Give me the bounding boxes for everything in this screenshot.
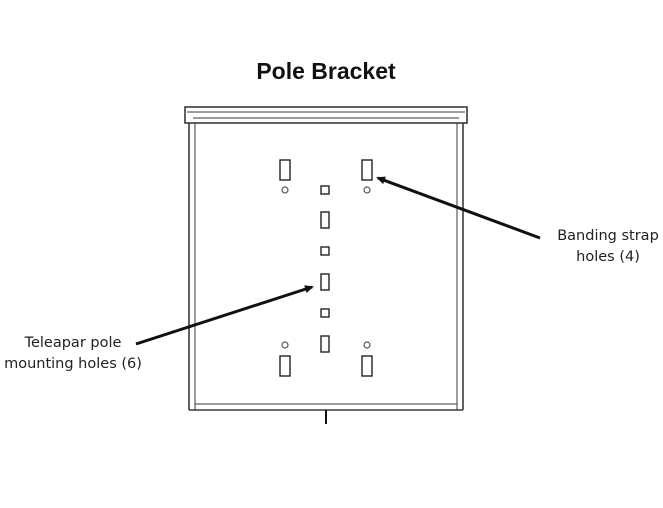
teleapar-callout-line1: Teleapar pole bbox=[24, 335, 122, 351]
banding-callout-line1: Banding strap bbox=[557, 228, 659, 244]
teleapar-arrow bbox=[135, 285, 314, 346]
teleapar-mounting-holes bbox=[320, 185, 330, 353]
round-hole bbox=[363, 186, 371, 194]
teleapar-callout-line2: mounting holes (6) bbox=[4, 356, 142, 372]
teleapar-mounting-hole bbox=[320, 211, 330, 229]
banding-strap-callout: Banding strap holes (4) bbox=[552, 226, 663, 268]
center-square-hole bbox=[320, 185, 330, 195]
banding-strap-hole bbox=[279, 159, 291, 181]
banding-strap-hole bbox=[279, 355, 291, 377]
center-square-hole bbox=[320, 246, 330, 256]
banding-strap-hole bbox=[361, 355, 373, 377]
bracket-top-lip bbox=[184, 106, 468, 124]
center-square-hole bbox=[320, 308, 330, 318]
bracket-body bbox=[188, 123, 464, 424]
banding-strap-holes bbox=[279, 159, 373, 377]
round-hole bbox=[281, 341, 289, 349]
diagram-title: Pole Bracket bbox=[256, 58, 396, 84]
banding-arrow bbox=[376, 176, 541, 240]
round-holes bbox=[281, 186, 371, 349]
teleapar-mounting-hole bbox=[320, 273, 330, 291]
teleapar-callout: Teleapar pole mounting holes (6) bbox=[0, 333, 146, 375]
round-hole bbox=[363, 341, 371, 349]
banding-callout-line2: holes (4) bbox=[576, 249, 640, 265]
teleapar-mounting-hole bbox=[320, 335, 330, 353]
banding-strap-hole bbox=[361, 159, 373, 181]
round-hole bbox=[281, 186, 289, 194]
